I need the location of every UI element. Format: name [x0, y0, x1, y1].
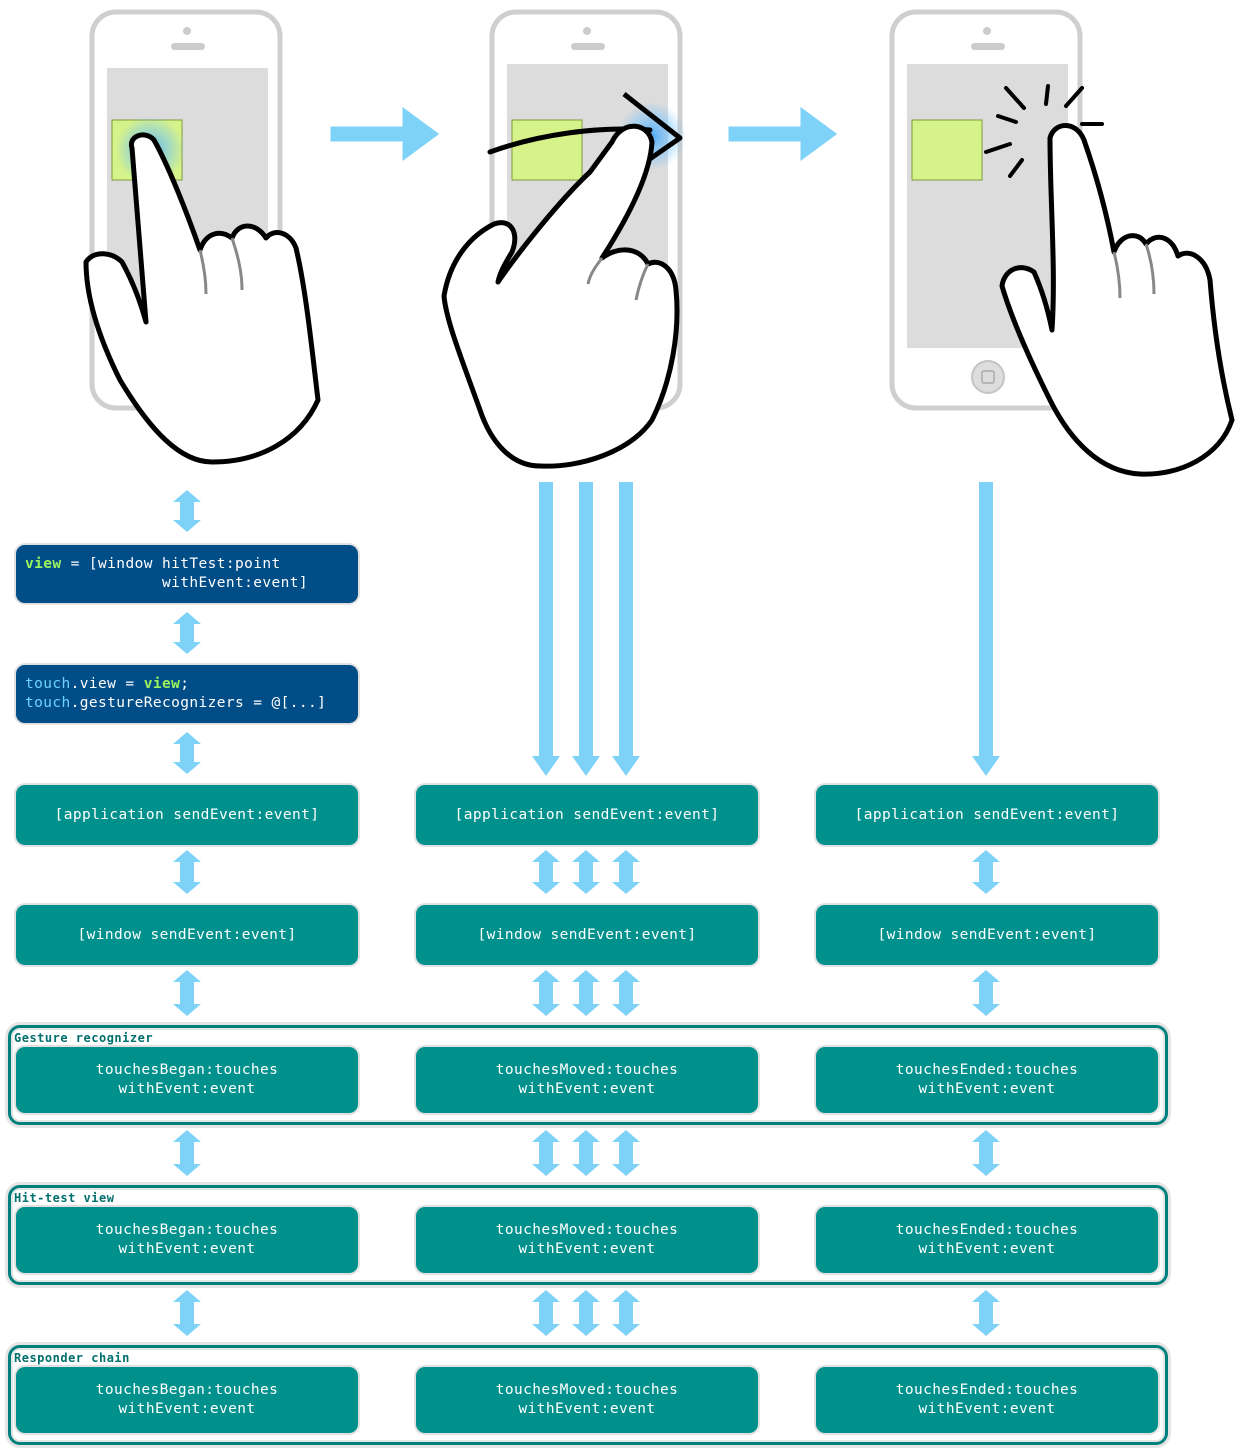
window-send-event-box: [window sendEvent:event] — [16, 905, 358, 965]
responder-touches-began-box: touchesBegan:touches withEvent:event — [16, 1367, 358, 1433]
arrow-down-icon — [532, 482, 560, 776]
window-send-event-box: [window sendEvent:event] — [816, 905, 1158, 965]
arrow-down-icon — [572, 482, 600, 776]
arrow-down-icon — [532, 970, 560, 1016]
gesture-recognizer-group — [8, 1025, 1168, 1125]
application-send-event-box: [application sendEvent:event] — [816, 785, 1158, 845]
code-keyword: view — [143, 676, 181, 692]
responder-touches-ended-box: touchesEnded:touches withEvent:event — [816, 1367, 1158, 1433]
arrow-right-icon — [329, 105, 441, 163]
code-text: withEvent:event] — [25, 575, 309, 591]
gesture-touches-moved-box: touchesMoved:touches withEvent:event — [416, 1047, 758, 1113]
application-send-event-box: [application sendEvent:event] — [416, 785, 758, 845]
arrow-down-icon — [572, 1290, 600, 1336]
arrow-down-icon — [173, 732, 201, 774]
application-send-event-box: [application sendEvent:event] — [16, 785, 358, 845]
arrow-down-icon — [972, 1130, 1000, 1176]
arrow-down-icon — [612, 850, 640, 894]
code-object: touch — [25, 695, 71, 711]
arrow-down-icon — [612, 970, 640, 1016]
hand-touch-icon — [83, 132, 321, 465]
hit-test-view-group — [8, 1185, 1168, 1285]
release-burst-icon — [984, 84, 1104, 178]
arrow-down-icon — [532, 850, 560, 894]
code-keyword: view — [25, 556, 62, 572]
view-touches-ended-box: touchesEnded:touches withEvent:event — [816, 1207, 1158, 1273]
arrow-down-icon — [173, 1290, 201, 1336]
window-send-event-box: [window sendEvent:event] — [416, 905, 758, 965]
hand-release-icon — [999, 123, 1235, 477]
responder-chain-group — [8, 1345, 1168, 1445]
hit-test-code-box: view = [window hitTest:point withEvent:e… — [16, 545, 358, 603]
arrow-down-icon — [972, 482, 1000, 776]
responder-touches-moved-box: touchesMoved:touches withEvent:event — [416, 1367, 758, 1433]
code-object: touch — [25, 676, 71, 692]
code-text: .gestureRecognizers = @[...] — [70, 695, 327, 711]
group-label: Gesture recognizer — [14, 1031, 154, 1045]
arrow-down-icon — [972, 1290, 1000, 1336]
code-text: ; — [180, 676, 190, 692]
arrow-down-icon — [572, 970, 600, 1016]
arrow-down-icon — [572, 850, 600, 894]
arrow-down-icon — [572, 1130, 600, 1176]
target-view — [511, 119, 583, 181]
group-label: Responder chain — [14, 1351, 130, 1365]
touch-assign-code-box: touch.view = view;touch.gestureRecognize… — [16, 665, 358, 723]
arrow-down-icon — [173, 1130, 201, 1176]
arrow-down-icon — [532, 1130, 560, 1176]
hand-swipe-icon — [441, 123, 680, 469]
arrow-down-icon — [173, 612, 201, 654]
gesture-touches-began-box: touchesBegan:touches withEvent:event — [16, 1047, 358, 1113]
target-view — [911, 119, 983, 181]
view-touches-moved-box: touchesMoved:touches withEvent:event — [416, 1207, 758, 1273]
arrow-down-icon — [972, 970, 1000, 1016]
arrow-down-icon — [532, 1290, 560, 1336]
code-text: .view = — [70, 676, 144, 692]
group-label: Hit-test view — [14, 1191, 115, 1205]
view-touches-began-box: touchesBegan:touches withEvent:event — [16, 1207, 358, 1273]
arrow-down-icon — [173, 850, 201, 894]
arrow-down-icon — [612, 482, 640, 776]
code-text: = [window hitTest:point — [61, 556, 281, 572]
gesture-touches-ended-box: touchesEnded:touches withEvent:event — [816, 1047, 1158, 1113]
arrow-down-icon — [972, 850, 1000, 894]
arrow-right-icon — [727, 105, 839, 163]
arrow-down-icon — [612, 1290, 640, 1336]
arrow-down-icon — [612, 1130, 640, 1176]
arrow-down-icon — [173, 970, 201, 1016]
arrow-down-icon — [173, 490, 201, 532]
